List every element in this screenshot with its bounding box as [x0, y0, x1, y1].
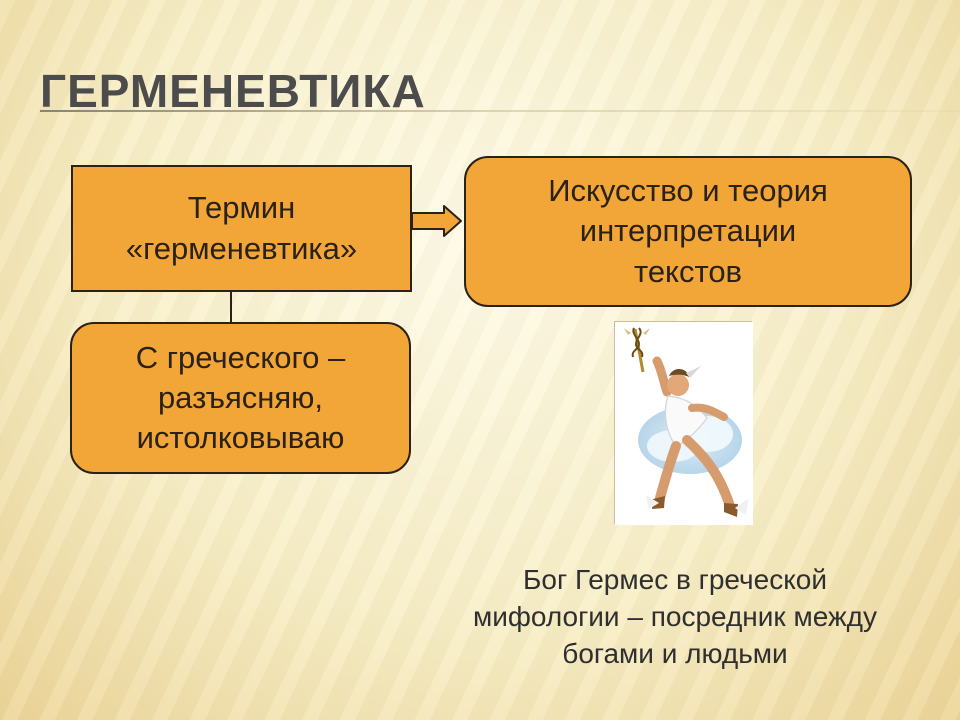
definition-line-1: Искусство и теория [548, 173, 828, 209]
term-box: Термин «герменевтика» [71, 165, 412, 292]
greek-line-1: С греческого – [135, 339, 346, 375]
hermes-illustration [614, 321, 753, 525]
connector-line [230, 292, 232, 322]
term-line-2: «герменевтика» [125, 230, 358, 266]
term-line-1: Термин [187, 190, 296, 226]
caption-line-1: Бог Гермес в греческой [523, 564, 827, 595]
caption-line-2: мифологии – посредник между [472, 601, 878, 633]
greek-line-2: разъясняю, [157, 379, 324, 415]
greek-meaning-box: С греческого – разъясняю, истолковываю [70, 322, 411, 474]
definition-line-2: интерпретации [579, 213, 797, 249]
greek-line-3: истолковываю [136, 420, 345, 456]
title-underline [40, 110, 960, 112]
caption-line-3: богами и людьми [562, 638, 788, 670]
definition-box: Искусство и теория интерпретации текстов [464, 156, 912, 307]
right-arrow-icon [411, 205, 462, 237]
caption: Бог Гермес в греческой мифологии – посре… [425, 561, 925, 673]
definition-line-3: текстов [633, 253, 743, 289]
slide-title: Герменевтика [40, 65, 426, 117]
hermes-icon [615, 322, 753, 525]
